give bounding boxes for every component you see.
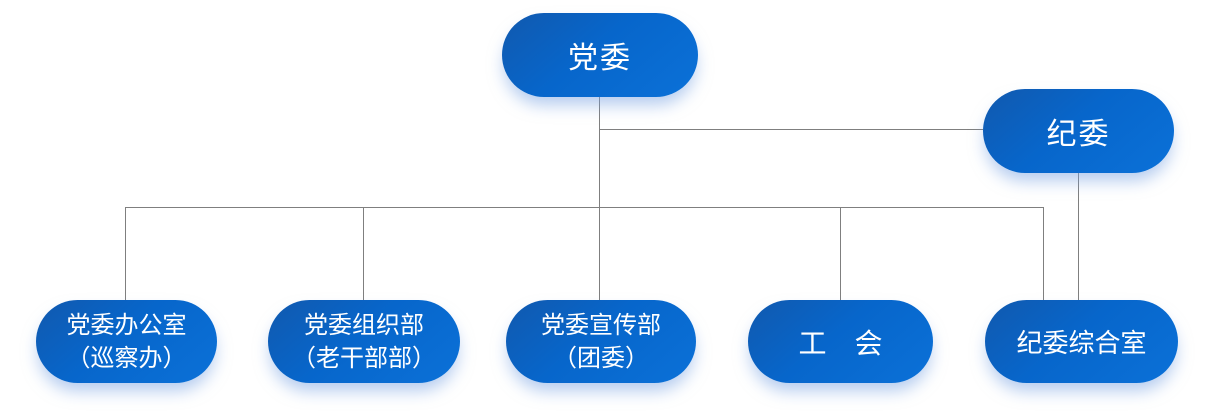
org-node-party-committee-office: 党委办公室 （巡察办） — [36, 300, 217, 383]
connector-discipline-to-general-office — [1078, 173, 1079, 300]
org-node-publicity-department: 党委宣传部 （团委） — [506, 300, 696, 383]
org-node-organization-department: 党委组织部 （老干部部） — [268, 300, 460, 383]
node-label-line1: 党委组织部 — [304, 310, 424, 339]
connector-drop-discipline-general-office — [1043, 207, 1044, 300]
node-label-line2: （老干部部） — [292, 343, 436, 372]
connector-drop-organization-department — [363, 207, 364, 300]
node-label: 纪委综合室 — [1016, 329, 1147, 359]
org-node-party-committee: 党委 — [502, 13, 698, 97]
connector-drop-labor-union — [840, 207, 841, 300]
connector-main-horizontal — [125, 207, 1043, 208]
node-label-line1: 党委办公室 — [66, 310, 187, 339]
connector-drop-publicity-department — [599, 207, 600, 300]
org-node-labor-union: 工 会 — [748, 300, 933, 383]
connector-party-to-discipline-committee — [599, 129, 983, 130]
node-label: 党委 — [568, 41, 632, 76]
node-label-line2: （巡察办） — [66, 343, 187, 372]
connector-drop-party-committee-office — [125, 207, 126, 300]
connector-party-committee-down — [599, 97, 600, 207]
node-label: 工 会 — [798, 326, 883, 360]
org-node-discipline-committee: 纪委 — [983, 89, 1174, 173]
node-label-line1: 党委宣传部 — [541, 310, 661, 339]
node-label: 纪委 — [1046, 117, 1111, 152]
org-node-discipline-general-office: 纪委综合室 — [985, 300, 1178, 383]
node-label-line2: （团委） — [553, 343, 649, 372]
